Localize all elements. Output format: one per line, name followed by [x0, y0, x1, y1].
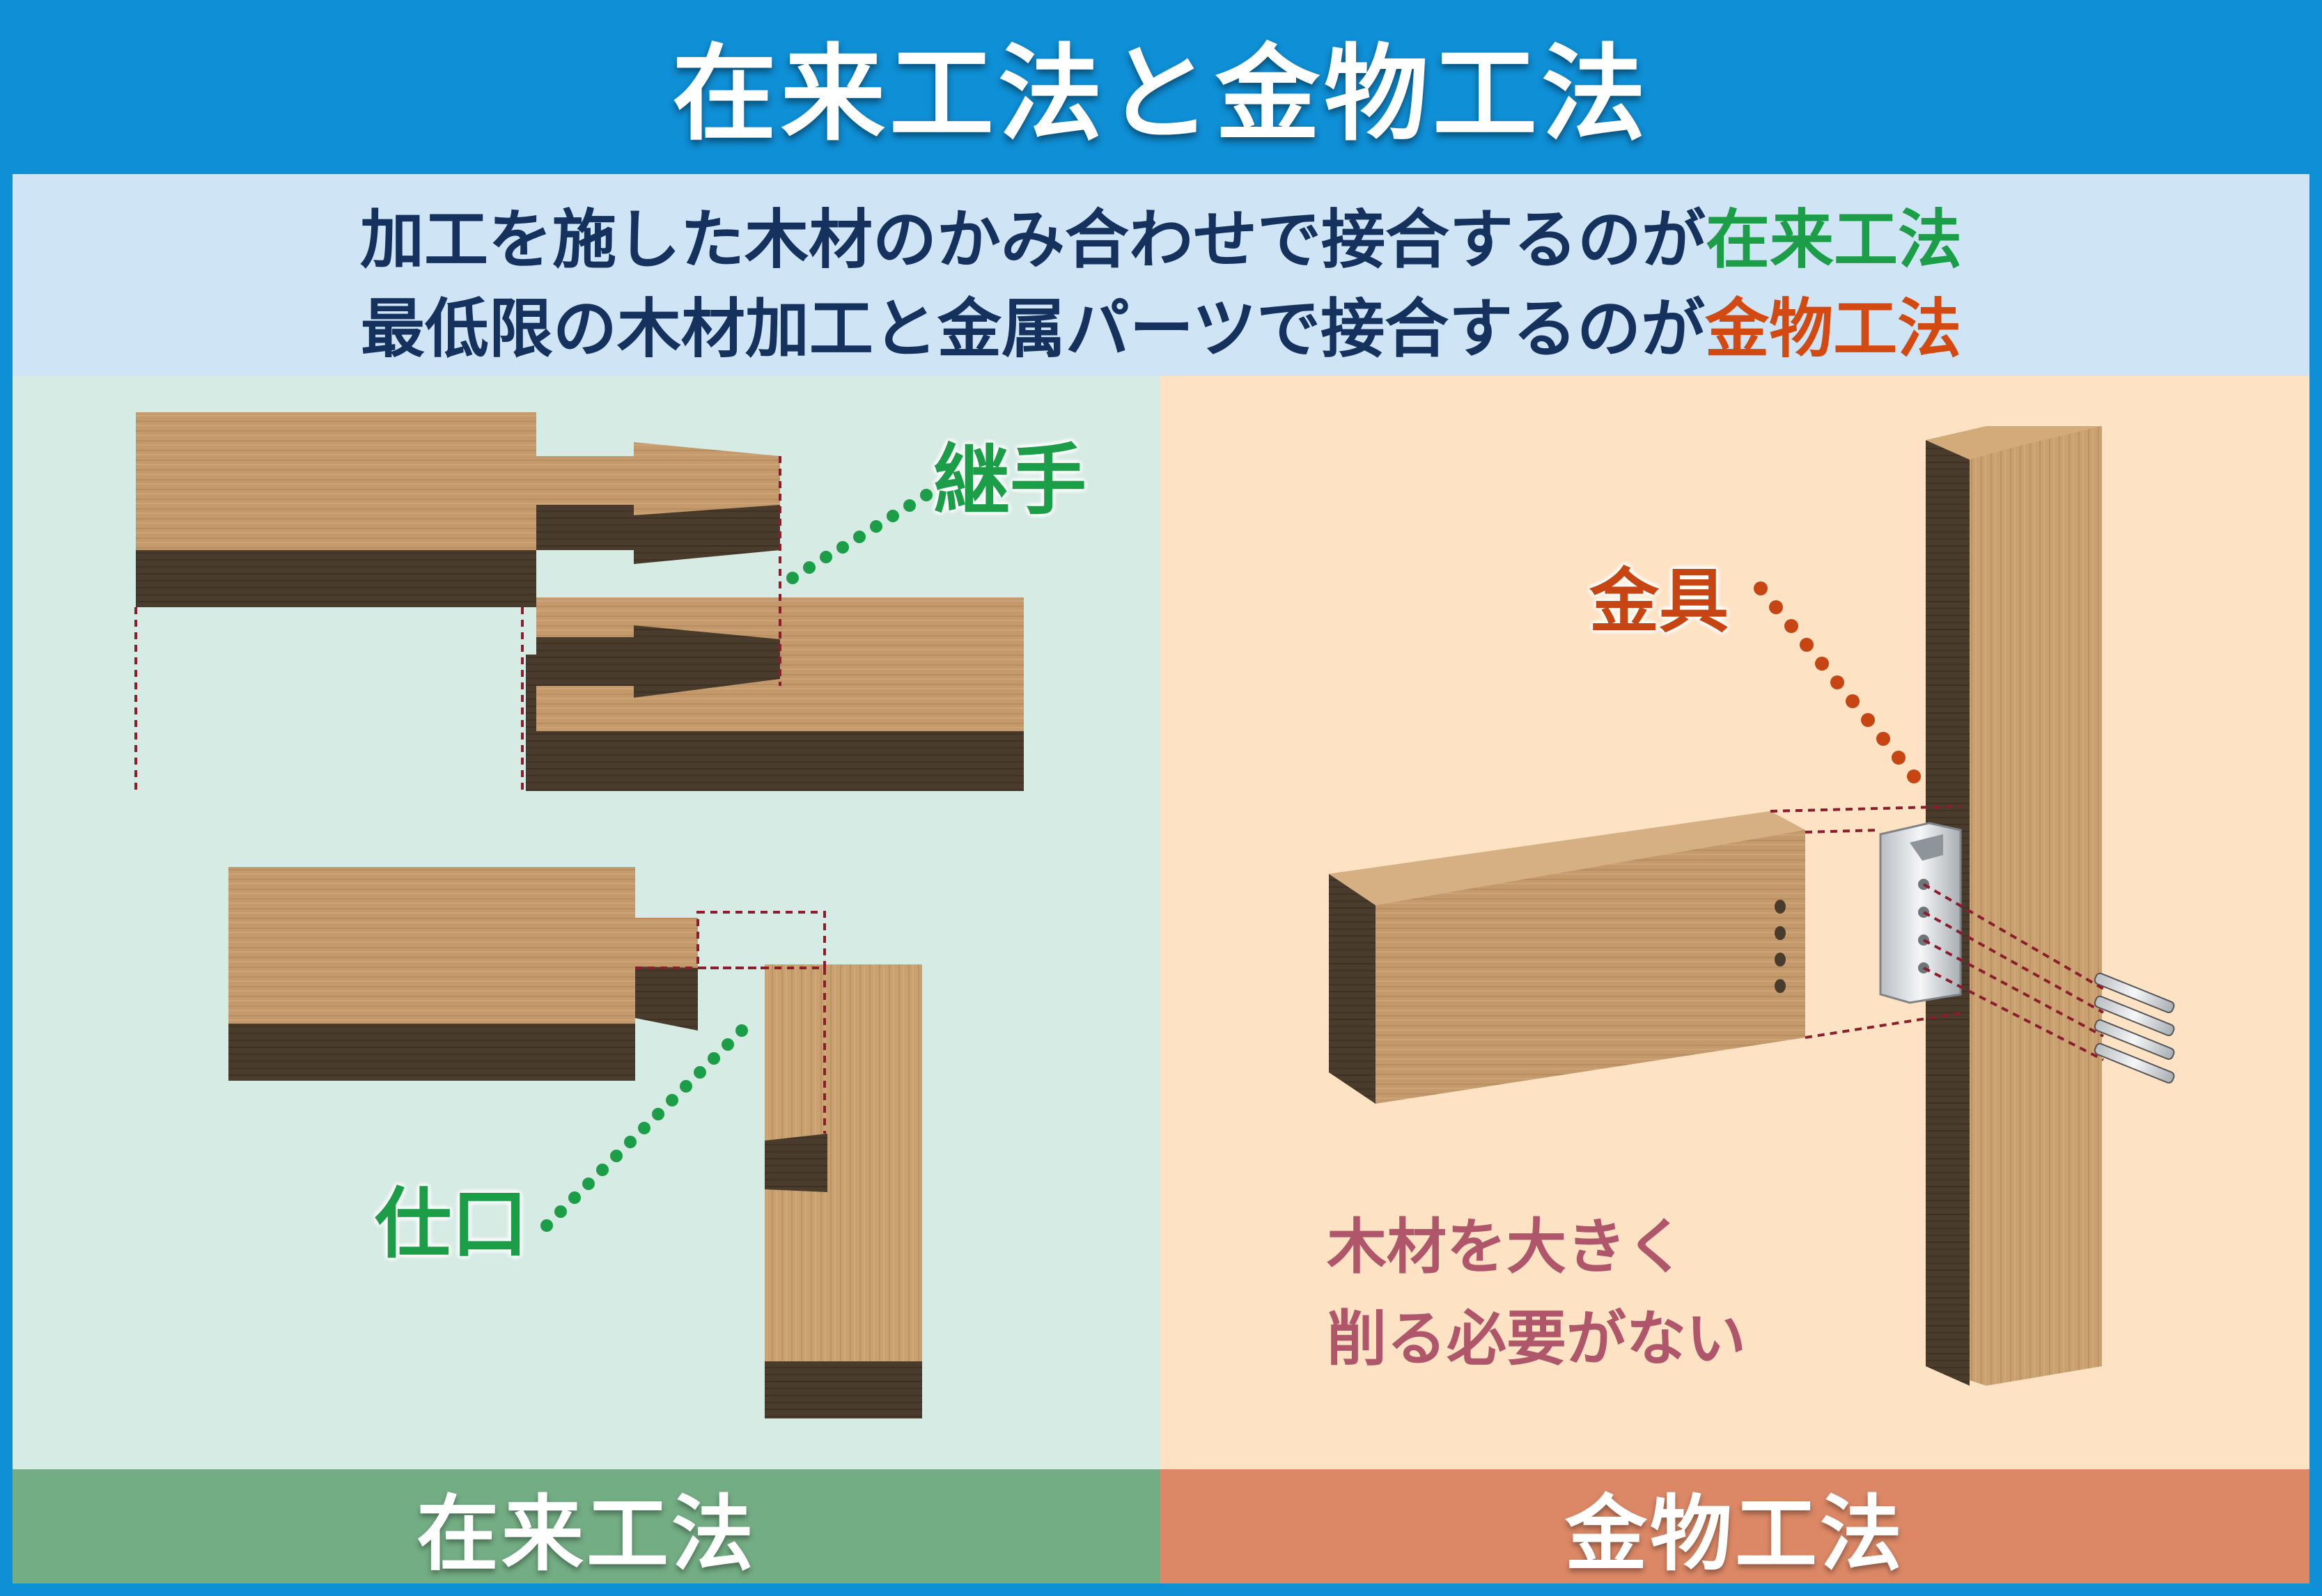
shiguchi-leader: [540, 1024, 748, 1232]
kanagu-leader: [1754, 581, 1921, 783]
tsugite-lower-timber: [526, 597, 1024, 791]
intro-line-kanamono-text: 最低限の木材加工と金属パーツで接合するのが: [360, 292, 1706, 366]
shiguchi-horizontal-timber: [228, 867, 698, 1081]
kanamono-beam: [1329, 811, 1805, 1104]
kanamono-metal-bracket: [1879, 822, 1962, 1004]
intro-box: 加工を施した木材のかみ合わせで接合するのが在来工法 最低限の木材加工と金属パーツ…: [13, 174, 2309, 376]
shiguchi-vertical-timber: [765, 964, 922, 1418]
intro-highlight-kanamono: 金物工法: [1705, 292, 1962, 366]
callout-kanagu: 金具: [1589, 561, 1729, 642]
note-line-2: 削る必要がない: [1327, 1304, 1746, 1374]
note-line-1: 木材を大きく: [1327, 1212, 1686, 1282]
footer-zairai: 在来工法: [13, 1469, 1160, 1583]
intro-line-kanamono: 最低限の木材加工と金属パーツで接合するのが金物工法: [13, 277, 2309, 370]
intro-line-zairai-text: 加工を施した木材のかみ合わせで接合するのが: [359, 203, 1706, 277]
footer-kanamono: 金物工法: [1160, 1469, 2309, 1583]
tsugite-leader: [786, 489, 933, 584]
tsugite-guide-lines: [134, 456, 781, 791]
intro-highlight-zairai: 在来工法: [1706, 203, 1963, 277]
page-title: 在来工法と金物工法: [671, 34, 1650, 155]
kanamono-guide-lines: [1770, 805, 2105, 1061]
intro-line-zairai: 加工を施した木材のかみ合わせで接合するのが在来工法: [13, 188, 2309, 281]
kanamono-pins: [2094, 972, 2175, 1084]
callout-shiguchi: 仕口: [375, 1180, 528, 1269]
tsugite-upper-timber: [136, 412, 780, 607]
shiguchi-guide-lines: [635, 911, 826, 1134]
callout-tsugite: 継手: [933, 436, 1086, 525]
